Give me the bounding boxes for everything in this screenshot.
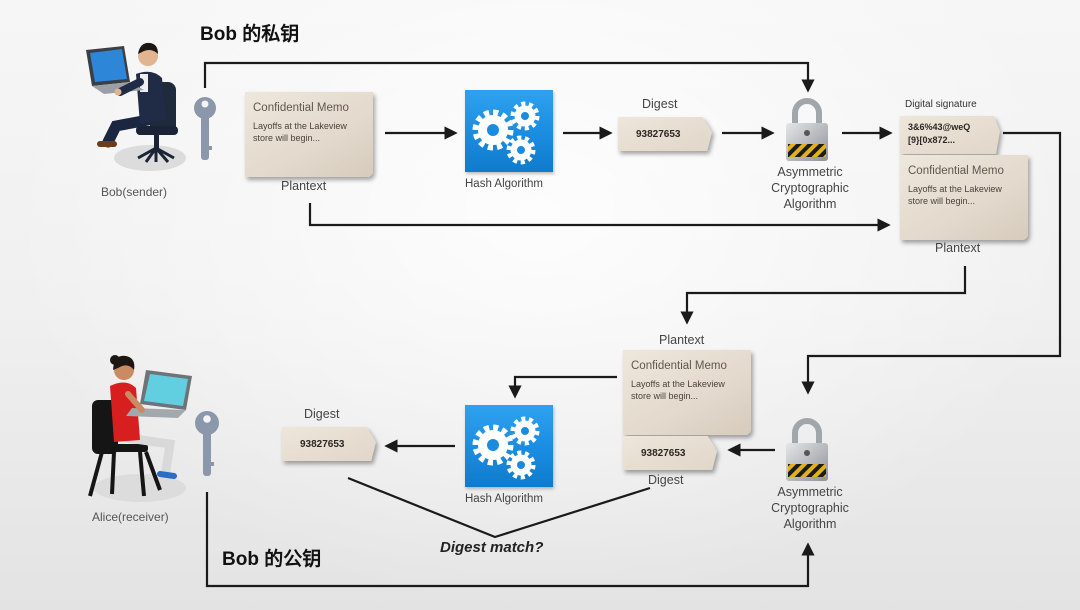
plaintext-label: Plantext [659, 333, 705, 347]
gears-icon [472, 416, 540, 480]
crypto-label-line: Algorithm [783, 197, 837, 211]
digest-value: 93827653 [618, 117, 712, 151]
crypto-label-line: Cryptographic [771, 501, 849, 515]
hash-algorithm-label: Hash Algorithm [465, 493, 543, 505]
computed-digest-note: 93827653 [282, 427, 376, 461]
digital-signature-label: Digital signature [905, 99, 977, 110]
digest-label: Digest [642, 97, 678, 111]
signature-line: [9}[0x872... [908, 135, 956, 145]
match-lines [347, 476, 651, 539]
memo-title: Confidential Memo [631, 360, 727, 372]
hash-algorithm-box [465, 90, 553, 172]
gears-icon [472, 101, 540, 165]
lock-icon [786, 418, 828, 481]
lock-icon [786, 98, 828, 161]
memo-body-line: store will begin... [253, 133, 321, 143]
private-key-title: Bob 的私钥 [200, 24, 300, 45]
arrow-private-key-to-encryption [203, 61, 815, 93]
decrypted-digest-note: 93827653 [623, 436, 717, 470]
memo-body-line: store will begin... [631, 391, 699, 401]
crypto-label-line: Asymmetric [777, 485, 843, 499]
crypto-label-line: Algorithm [783, 517, 837, 531]
arrow-plaintext-to-receiver [680, 266, 967, 325]
memo-body-line: Layoffs at the Lakeview [631, 379, 725, 389]
memo-copy: Confidential Memo Layoffs at the Lakevie… [900, 155, 1028, 240]
arrow-signature-to-decryption [801, 131, 1062, 395]
hash-algorithm-box [465, 405, 553, 487]
crypto-label-line: Asymmetric [777, 165, 843, 179]
plaintext-label: Plantext [281, 179, 327, 193]
memo-body-line: store will begin... [908, 196, 976, 206]
private-key-icon [194, 97, 216, 160]
memo-received: Confidential Memo Layoffs at the Lakevie… [623, 350, 751, 435]
memo-body-line: Layoffs at the Lakeview [253, 121, 347, 131]
public-key-title: Bob 的公钥 [222, 549, 322, 570]
memo-title: Confidential Memo [253, 102, 349, 114]
digest-note: 93827653 [618, 117, 712, 151]
memo-title: Confidential Memo [908, 165, 1004, 177]
memo-original: Confidential Memo Layoffs at the Lakevie… [245, 92, 373, 177]
arrow-plaintext-to-bundle [308, 203, 891, 232]
arrow-memo-to-hash-verify [508, 375, 617, 399]
alice-receiver-icon [88, 355, 192, 502]
digest-value: 93827653 [623, 436, 717, 470]
asymmetric-crypto-label: Asymmetric Cryptographic Algorithm [752, 484, 868, 532]
hash-algorithm-label: Hash Algorithm [465, 178, 543, 190]
public-key-icon [195, 411, 219, 476]
memo-body-line: Layoffs at the Lakeview [908, 184, 1002, 194]
signature-note: 3&6%43@weQ [9}[0x872... [900, 116, 1000, 154]
receiver-label: Alice(receiver) [92, 510, 169, 524]
arrow-public-key-to-decryption [205, 492, 815, 588]
crypto-label-line: Cryptographic [771, 181, 849, 195]
digest-value: 93827653 [282, 427, 376, 461]
digest-label: Digest [648, 473, 684, 487]
sender-label: Bob(sender) [101, 185, 168, 199]
digest-label: Digest [304, 407, 340, 421]
asymmetric-crypto-label: Asymmetric Cryptographic Algorithm [752, 164, 868, 212]
digest-match-question: Digest match? [440, 539, 544, 556]
bob-sender-icon [86, 42, 186, 171]
signature-line: 3&6%43@weQ [908, 122, 971, 132]
plaintext-label: Plantext [935, 241, 981, 255]
